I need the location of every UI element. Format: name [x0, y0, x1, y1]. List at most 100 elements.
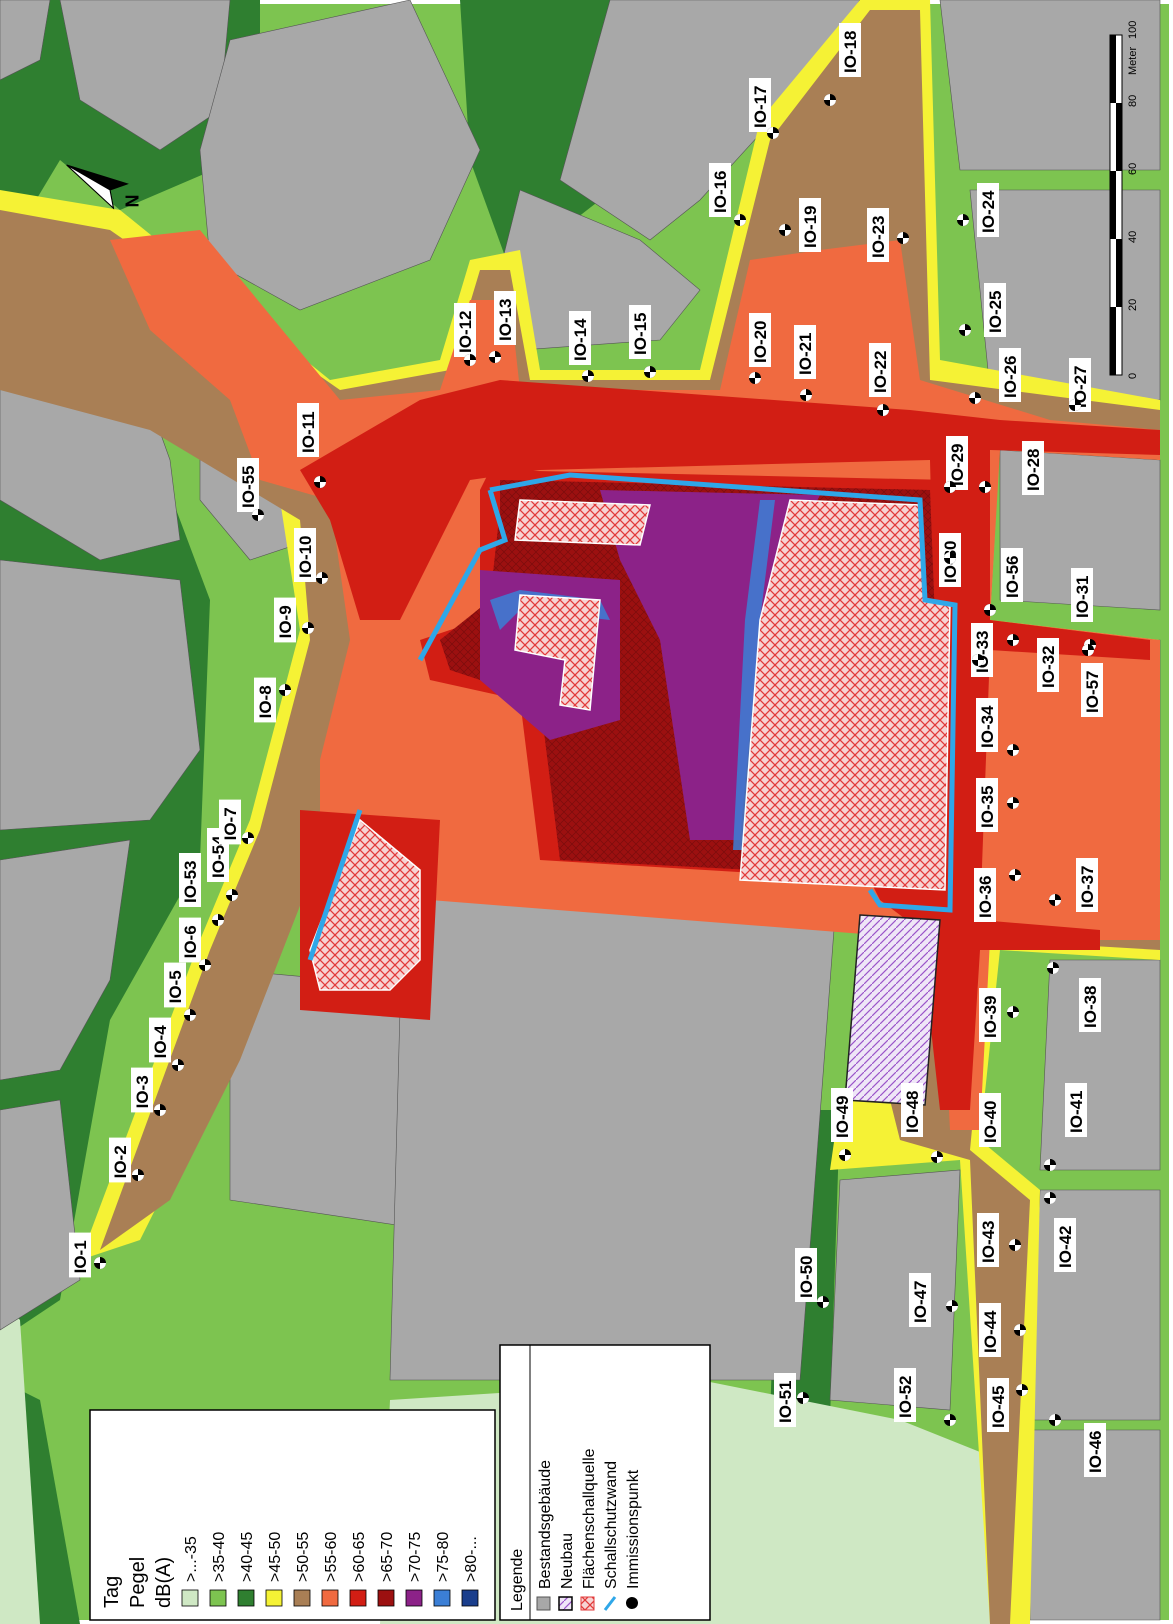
symbol-legend-entry: Flächenschallquelle	[580, 1448, 598, 1611]
immission-label-bg	[984, 283, 1006, 337]
immission-point: IO-3	[131, 1067, 166, 1116]
level-legend-entry: >80-...	[461, 1536, 480, 1607]
immission-point: IO-25	[959, 283, 1006, 337]
immission-label-bg	[839, 23, 861, 77]
immission-label-bg	[1079, 978, 1101, 1032]
level-label: >50-55	[295, 1532, 312, 1582]
grey-square-icon	[536, 1596, 551, 1611]
level-swatch	[377, 1589, 395, 1607]
immission-point: IO-1	[69, 1232, 106, 1278]
immission-label-bg	[629, 305, 651, 359]
immission-point: IO-41	[1044, 1083, 1087, 1171]
immission-point: IO-32	[1007, 634, 1059, 692]
immission-label-bg	[976, 698, 998, 752]
immission-point: IO-10	[294, 528, 328, 584]
immission-label-bg	[894, 1368, 916, 1422]
immission-label: IO-28	[1024, 448, 1043, 491]
immission-label: IO-32	[1039, 645, 1058, 688]
immission-label: IO-16	[711, 170, 730, 213]
immission-point: IO-53	[179, 853, 224, 926]
immission-point: IO-21	[794, 325, 816, 401]
level-legend-entry: >35-40	[209, 1532, 228, 1607]
immission-label-bg	[999, 348, 1021, 402]
immission-label-bg	[946, 436, 968, 490]
immission-label: IO-40	[981, 1100, 1000, 1143]
symbol-legend-title: Legende	[509, 1549, 526, 1611]
immission-label: IO-29	[948, 443, 967, 486]
level-label: >65-70	[379, 1532, 396, 1582]
immission-label: IO-48	[903, 1090, 922, 1133]
immission-point: IO-49	[831, 1088, 853, 1161]
immission-point: IO-48	[901, 1083, 943, 1163]
immission-label-bg	[749, 313, 771, 367]
immission-label: IO-38	[1081, 985, 1100, 1028]
legend-unit: dB(A)	[153, 1557, 175, 1608]
immission-point: IO-7	[219, 799, 254, 845]
immission-label: IO-49	[833, 1095, 852, 1138]
level-label: >45-50	[267, 1532, 284, 1582]
immission-label: IO-39	[981, 995, 1000, 1038]
immission-point: IO-5	[164, 962, 196, 1021]
immission-label-bg	[164, 962, 186, 1008]
immission-label-bg	[294, 528, 316, 582]
symbol-legend-entry: Schallschutzwand	[603, 1461, 620, 1611]
immission-label-bg	[1001, 548, 1023, 602]
immission-label-bg	[274, 597, 296, 643]
black-white-dot-icon	[626, 1597, 638, 1609]
level-label: >55-60	[323, 1532, 340, 1582]
immission-label-bg	[1054, 1218, 1076, 1272]
hatched-outline-square-icon	[558, 1596, 573, 1611]
immission-label: IO-25	[986, 290, 1005, 333]
immission-point: IO-14	[569, 311, 594, 382]
immission-label: IO-52	[896, 1375, 915, 1418]
immission-points: IO-1IO-2IO-3IO-4IO-5IO-6IO-53IO-54IO-7IO…	[69, 23, 1106, 1477]
immission-point: IO-26	[969, 348, 1021, 404]
immission-point: IO-27	[1069, 358, 1091, 412]
immission-label-bg	[297, 403, 319, 457]
immission-label-bg	[1076, 858, 1098, 912]
immission-label-bg	[1022, 441, 1044, 495]
level-swatch	[433, 1589, 451, 1607]
immission-label-bg	[569, 311, 591, 365]
immission-label-bg	[799, 198, 821, 252]
north-arrow: N	[66, 164, 143, 210]
immission-point: IO-24	[957, 183, 999, 237]
immission-point: IO-33	[971, 623, 993, 677]
level-legend-entry: >40-45	[237, 1532, 256, 1607]
immission-label: IO-26	[1001, 355, 1020, 398]
immission-label: IO-33	[973, 630, 992, 673]
immission-point: IO-2	[109, 1137, 144, 1183]
immission-label: IO-7	[221, 807, 240, 840]
immission-label: IO-11	[299, 411, 318, 453]
scale-unit: Meter	[1127, 47, 1139, 75]
immission-point: IO-39	[979, 988, 1019, 1042]
immission-point: IO-50	[795, 1248, 829, 1308]
scale-tick-label: 100	[1127, 21, 1139, 39]
immission-label: IO-42	[1056, 1225, 1075, 1268]
immission-point: IO-13	[489, 291, 516, 363]
immission-label-bg	[1069, 358, 1091, 412]
level-swatch	[293, 1589, 311, 1607]
level-label: >...-35	[183, 1536, 200, 1582]
area-source-small-2	[514, 594, 601, 711]
immission-label: IO-37	[1078, 865, 1097, 908]
immission-point: IO-30	[939, 533, 961, 587]
immission-label-bg	[179, 917, 201, 963]
symbol-label: Flächenschallquelle	[581, 1448, 598, 1589]
level-swatch	[237, 1589, 255, 1607]
immission-label-bg	[254, 677, 276, 723]
scale-tick-label: 40	[1127, 231, 1139, 243]
level-label: >35-40	[211, 1532, 228, 1582]
immission-label-bg	[179, 853, 201, 907]
immission-label: IO-44	[981, 1310, 1000, 1353]
dark-green-zone	[460, 0, 620, 270]
immission-label-bg	[867, 208, 889, 262]
immission-label-bg	[976, 778, 998, 832]
immission-label: IO-1	[71, 1240, 90, 1273]
level-swatch	[349, 1589, 367, 1607]
immission-label: IO-5	[166, 970, 185, 1003]
immission-point: IO-9	[274, 597, 314, 643]
immission-point: IO-47	[909, 1273, 958, 1327]
immission-label-bg	[237, 458, 259, 512]
